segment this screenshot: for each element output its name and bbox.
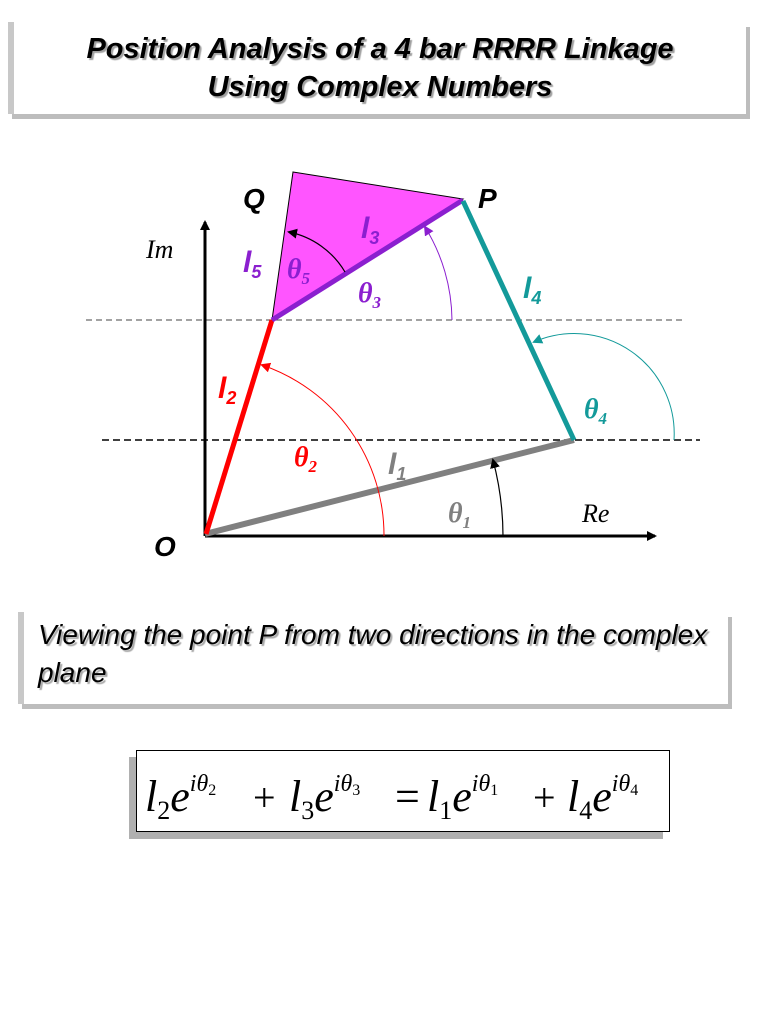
title-line-2: Using Complex Numbers [207,71,553,103]
link-l1 [204,437,575,537]
link-l4 [460,199,577,442]
arc-theta2 [260,362,385,537]
label-point-O: O [154,531,176,562]
title-box: Position Analysis of a 4 bar RRRR Linkag… [8,22,746,114]
label-l5: l5 [243,246,262,282]
arc-theta5 [287,228,346,273]
eq-term-1: l2eiθ2 [145,771,216,825]
label-l3: l3 [361,212,379,248]
label-theta3: θ3 [358,278,382,312]
label-theta1: θ1 [448,498,471,532]
arc-theta1 [490,458,504,537]
eq-plus-2: + [533,775,556,820]
label-l1: l1 [388,448,406,484]
label-re-axis: Re [581,499,609,528]
linkage-diagram: Q P O Im Re l1 l2 l3 l4 l5 θ1 θ2 θ3 θ4 θ… [86,171,700,562]
subtitle-text: Viewing the point P from two directions … [38,619,708,688]
label-theta4: θ4 [584,394,607,428]
loop-closure-equation: l2eiθ2 + l3eiθ3 = l1eiθ1 + l4eiθ4 [145,771,638,825]
title-line-1: Position Analysis of a 4 bar RRRR Linkag… [86,33,674,65]
subtitle-box: Viewing the point P from two directions … [18,612,728,704]
eq-term-3: l1eiθ1 [427,771,498,825]
arc-theta3 [423,225,453,321]
eq-term-2: l3eiθ3 [289,771,360,825]
eq-equals: = [395,772,420,821]
arc-theta4 [532,333,675,441]
link-l3 [270,197,465,323]
label-theta5: θ5 [287,254,311,288]
label-l4: l4 [523,272,541,308]
eq-term-4: l4eiθ4 [567,771,638,825]
label-im-axis: Im [145,235,173,264]
label-point-P: P [478,183,497,214]
page-title: Position Analysis of a 4 bar RRRR Linkag… [14,30,746,106]
label-l2: l2 [218,372,236,408]
eq-plus-1: + [253,775,276,820]
equation-box: l2eiθ2 + l3eiθ3 = l1eiθ1 + l4eiθ4 [136,750,670,832]
label-theta2: θ2 [294,442,318,476]
label-point-Q: Q [243,183,265,214]
link-l2 [203,319,275,535]
